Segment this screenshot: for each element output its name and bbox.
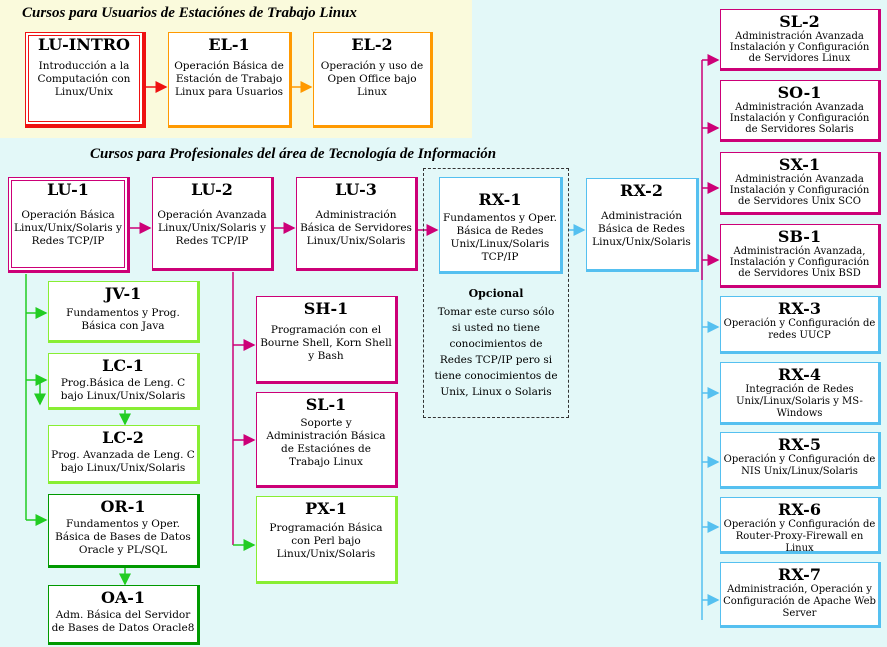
course-description: Administración Básica de Servidores Linu… <box>300 209 412 247</box>
course-rx-5[interactable]: RX-5 Operación y Configuración de NIS Un… <box>720 432 881 489</box>
course-code: OR-1 <box>100 497 146 516</box>
course-so-1[interactable]: SO-1 Administración Avanzada Instalación… <box>720 80 881 142</box>
course-code: RX-6 <box>778 500 821 519</box>
course-description: Prog.Básica de Leng. C bajo Linux/Unix/S… <box>60 377 186 402</box>
course-code: EL-2 <box>351 35 393 54</box>
course-code: SX-1 <box>778 155 821 174</box>
course-description: Fundamentos y Oper. Básica de Bases de D… <box>55 518 191 556</box>
course-code: SO-1 <box>777 83 822 102</box>
course-description: Administración Avanzada Instalación y Co… <box>729 102 870 135</box>
course-code: RX-1 <box>478 190 522 209</box>
course-code: RX-2 <box>620 181 663 200</box>
course-code: RX-5 <box>778 435 821 454</box>
course-description: Programación Básica con Perl bajo Linux/… <box>269 522 383 560</box>
course-description: Prog. Avanzada de Leng. C bajo Linux/Uni… <box>51 449 195 474</box>
course-description: Administración Básica de Redes Linux/Uni… <box>592 210 691 248</box>
course-description: Soporte y Administración Básica de Estac… <box>266 417 386 468</box>
course-lu-3[interactable]: LU-3 Administración Básica de Servidores… <box>296 177 418 271</box>
course-lu-2[interactable]: LU-2 Operación Avanzada Linux/Unix/Solar… <box>152 177 274 271</box>
course-description: Introducción a la Computación con Linux/… <box>37 60 131 98</box>
course-code: LU-INTRO <box>38 35 130 54</box>
course-jv-1[interactable]: JV-1 Fundamentos y Prog. Básica con Java <box>48 281 200 343</box>
course-code: SL-2 <box>779 12 820 31</box>
course-code: RX-4 <box>778 365 821 384</box>
course-lu-1[interactable]: LU-1 Operación Básica Linux/Unix/Solaris… <box>8 177 130 273</box>
course-sh-1[interactable]: SH-1 Programación con el Bourne Shell, K… <box>256 296 398 384</box>
course-description: Operación y Configuración de Router-Prox… <box>723 519 876 554</box>
course-description: Operación y Configuración de redes UUCP <box>723 318 876 341</box>
course-code: SL-1 <box>305 395 347 414</box>
optional-label: Opcional <box>468 287 524 300</box>
course-description: Administración Avanzada Instalación y Co… <box>729 174 870 207</box>
course-sl-2[interactable]: SL-2 Administración Avanzada Instalación… <box>720 9 881 71</box>
course-description: Administración Avanzada Instalación y Co… <box>729 31 870 64</box>
course-description: Programación con el Bourne Shell, Korn S… <box>260 324 392 362</box>
course-rx-2[interactable]: RX-2 Administración Básica de Redes Linu… <box>586 178 699 272</box>
course-oa-1[interactable]: OA-1 Adm. Básica del Servidor de Bases d… <box>48 585 200 645</box>
course-code: LC-1 <box>102 356 144 375</box>
course-lc-2[interactable]: LC-2 Prog. Avanzada de Leng. C bajo Linu… <box>48 425 200 484</box>
course-sx-1[interactable]: SX-1 Administración Avanzada Instalación… <box>720 152 881 215</box>
course-or-1[interactable]: OR-1 Fundamentos y Oper. Básica de Bases… <box>48 494 200 568</box>
course-rx-4[interactable]: RX-4 Integración de Redes Unix/Linux/Sol… <box>720 362 881 425</box>
course-description: Adm. Básica del Servidor de Bases de Dat… <box>51 609 195 634</box>
course-description: Operación Avanzada Linux/Unix/Solaris y … <box>157 209 267 247</box>
course-description: Fundamentos y Oper. Básica de Redes Unix… <box>442 212 557 263</box>
course-lc-1[interactable]: LC-1 Prog.Básica de Leng. C bajo Linux/U… <box>48 353 200 410</box>
course-sl-1[interactable]: SL-1 Soporte y Administración Básica de … <box>256 392 398 488</box>
course-el-2[interactable]: EL-2 Operación y uso de Open Office bajo… <box>313 32 433 128</box>
course-description: Operación y uso de Open Office bajo Linu… <box>320 60 424 98</box>
course-rx-3[interactable]: RX-3 Operación y Configuración de redes … <box>720 296 881 354</box>
course-description: Integración de Redes Unix/Linux/Solaris … <box>736 384 863 419</box>
course-code: EL-1 <box>208 35 250 54</box>
course-code: SH-1 <box>303 299 349 318</box>
course-sb-1[interactable]: SB-1 Administración Avanzada, Instalació… <box>720 224 881 288</box>
optional-rx-1-region: RX-1 Fundamentos y Oper. Básica de Redes… <box>423 168 569 418</box>
course-description: Operación y Configuración de NIS Unix/Li… <box>723 454 876 477</box>
course-code: JV-1 <box>104 284 142 303</box>
course-code: RX-3 <box>778 299 821 318</box>
optional-note: Tomar este curso sólo si usted no tiene … <box>434 306 558 398</box>
course-code: OA-1 <box>100 588 146 607</box>
course-code: LC-2 <box>102 428 144 447</box>
course-code: PX-1 <box>305 499 347 518</box>
course-description: Administración, Operación y Configuració… <box>723 584 876 619</box>
course-rx-6[interactable]: RX-6 Operación y Configuración de Router… <box>720 497 881 554</box>
course-description: Administración Avanzada, Instalación y C… <box>729 246 870 279</box>
course-el-1[interactable]: EL-1 Operación Básica de Estación de Tra… <box>168 32 292 128</box>
course-code: LU-2 <box>191 180 233 199</box>
professionals-title: Cursos para Profesionales del área de Te… <box>90 146 497 162</box>
course-px-1[interactable]: PX-1 Programación Básica con Perl bajo L… <box>256 496 398 584</box>
course-lu-intro[interactable]: LU-INTRO Introducción a la Computación c… <box>25 32 146 128</box>
workstation-title: Cursos para Usuarios de Estaciónes de Tr… <box>22 5 357 21</box>
course-description: Operación Básica Linux/Unix/Solaris y Re… <box>14 209 122 247</box>
course-code: LU-1 <box>47 180 89 199</box>
course-description: Fundamentos y Prog. Básica con Java <box>66 307 180 332</box>
course-code: RX-7 <box>778 565 821 584</box>
course-description: Operación Básica de Estación de Trabajo … <box>174 60 284 98</box>
course-rx-1[interactable]: RX-1 Fundamentos y Oper. Básica de Redes… <box>439 177 563 274</box>
course-code: LU-3 <box>335 180 377 199</box>
course-rx-7[interactable]: RX-7 Administración, Operación y Configu… <box>720 562 881 628</box>
course-code: SB-1 <box>777 227 822 246</box>
